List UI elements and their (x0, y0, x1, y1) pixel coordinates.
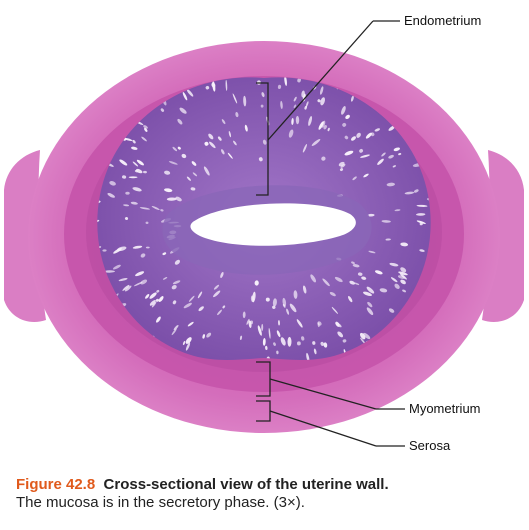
label-endometrium: Endometrium (404, 13, 481, 28)
figure-title: Cross-sectional view of the uterine wall… (103, 476, 389, 493)
myometrium-bracket (256, 361, 405, 410)
uterine-lumen (190, 203, 356, 246)
label-serosa: Serosa (409, 438, 451, 453)
endometrium-bracket (256, 20, 400, 196)
label-myometrium: Myometrium (409, 401, 481, 416)
figure-number: Figure 42.8 (16, 476, 96, 493)
caption-text: The mucosa is in the secretory phase. (3… (16, 494, 305, 511)
figure-caption: Figure 42.8 Cross-sectional view of the … (16, 476, 516, 512)
serosa-bracket (256, 400, 405, 447)
